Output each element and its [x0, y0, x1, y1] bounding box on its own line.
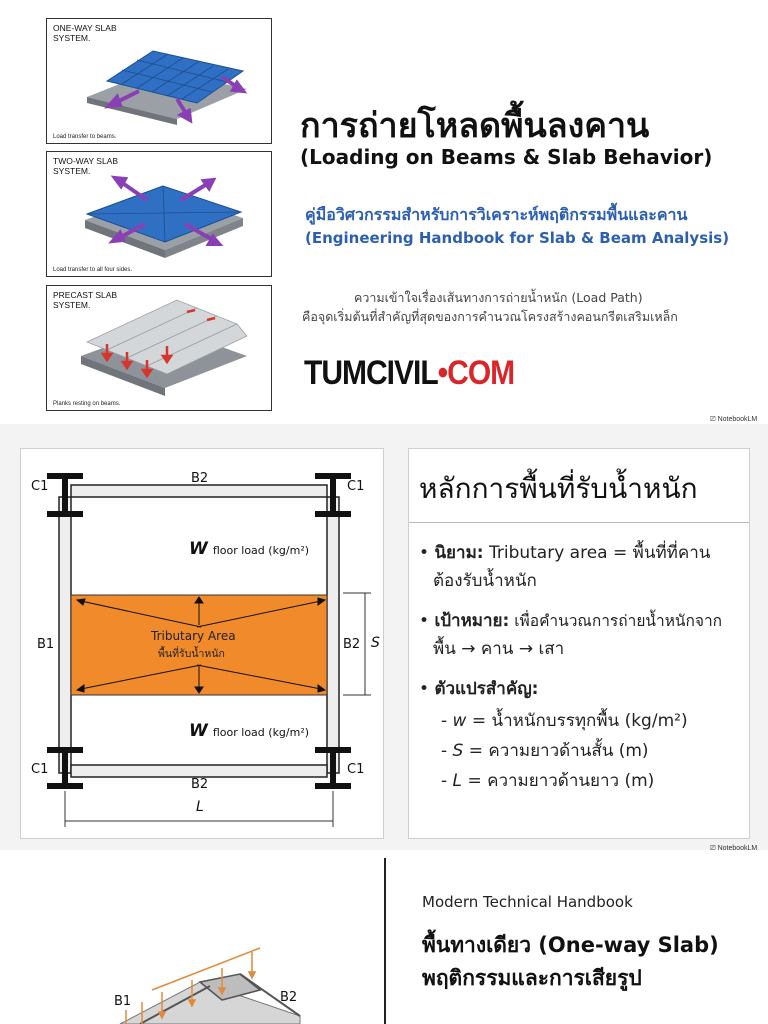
two-way-slab-illustration	[85, 175, 243, 258]
tributary-heading: หลักการพื้นที่รับน้ำหนัก	[419, 472, 698, 505]
panel-caption: Load transfer to all four sides.	[53, 267, 133, 273]
label-b2-bottom: B2	[191, 777, 209, 792]
label-c1-tr: C1	[347, 479, 365, 494]
cover-title-en: (Loading on Beams & Slab Behavior)	[300, 145, 713, 169]
load-label-top: W floor load (kg/m²)	[189, 539, 310, 559]
variable-s: - S = ความยาวด้านสั้น (m)	[441, 741, 649, 761]
logo-text-b: COM	[447, 354, 515, 392]
cover-subtitle-en: (Engineering Handbook for Slab & Beam An…	[305, 229, 730, 247]
label-c1-tl: C1	[31, 479, 49, 494]
label-l: L	[196, 799, 204, 815]
panel-two-way-slab: TWO-WAY SLAB SYSTEM. Load transfer to al…	[46, 151, 272, 277]
section3-title-1: พื้นทางเดียว (One-way Slab)	[422, 933, 719, 957]
tributary-text-card: หลักการพื้นที่รับน้ำหนัก • นิยาม: Tribut…	[408, 448, 750, 839]
panel-precast-slab: PRECAST SLAB SYSTEM. Planks resting on b…	[46, 285, 272, 411]
section3-title-2: พฤติกรรมและการเสียรูป	[422, 966, 642, 990]
cover-desc-2: คือจุดเริ่มต้นที่สำคัญที่สุดของการคำนวณโ…	[302, 309, 678, 324]
notebook-icon: ⎚	[710, 416, 716, 423]
notebooklm-watermark-2: ⎚ NotebookLM	[710, 845, 758, 852]
cover-title-th: การถ่ายโหลดพื้นลงคาน	[300, 106, 650, 146]
panel-caption: Load transfer to beams.	[53, 134, 117, 140]
panel-one-way-slab: ONE-WAY SLAB SYSTEM. Load transfer to be…	[46, 18, 272, 144]
logo-dot: •	[437, 354, 448, 392]
label-s: S	[371, 635, 380, 651]
cover-desc-1: ความเข้าใจเรื่องเส้นทางการถ่ายน้ำหนัก (L…	[354, 290, 643, 305]
label-b1-3d: B1	[114, 994, 132, 1009]
tributary-diagram	[47, 473, 371, 827]
precast-slab-illustration	[81, 299, 248, 396]
brand-logo: TUMCIVIL•COM	[304, 354, 515, 393]
bullet-variables: • ตัวแปรสำคัญ:	[419, 679, 539, 699]
label-b2-3d: B2	[280, 990, 298, 1005]
trib-label-en: Tributary Area	[151, 629, 236, 643]
label-c1-br: C1	[347, 762, 365, 777]
bullet-purpose: • เป้าหมาย: เพื่อคำนวณการถ่ายน้ำหนักจาก …	[419, 611, 723, 659]
label-b2-right: B2	[343, 637, 361, 652]
load-label-bottom: W floor load (kg/m²)	[189, 721, 310, 741]
one-way-slab-illustration	[87, 50, 248, 125]
section3-divider	[384, 858, 386, 1024]
label-b2-top: B2	[191, 471, 209, 486]
label-b1: B1	[37, 637, 55, 652]
notebooklm-watermark-1: ⎚ NotebookLM	[710, 416, 758, 423]
label-c1-bl: C1	[31, 762, 49, 777]
panel-label: ONE-WAY SLAB SYSTEM.	[53, 23, 117, 43]
variable-w: - w = น้ำหนักบรรทุกพื้น (kg/m²)	[441, 711, 688, 731]
one-way-slab-3d-illustration	[119, 947, 301, 1024]
logo-text-a: TUMCIVIL	[304, 354, 439, 392]
cover-subtitle-th: คู่มือวิศวกรรมสำหรับการวิเคราะห์พฤติกรรม…	[305, 205, 688, 224]
bullet-definition: • นิยาม: Tributary area = พื้นที่ที่คาน …	[419, 543, 711, 591]
panel-label: PRECAST SLAB SYSTEM.	[53, 290, 118, 310]
section3-kicker: Modern Technical Handbook	[422, 893, 633, 911]
tributary-diagram-card: C1 C1 C1 C1 B2 B2 B1 B2 S L W floor load…	[20, 448, 384, 839]
notebook-icon: ⎚	[710, 845, 716, 852]
panel-caption: Planks resting on beams.	[53, 401, 121, 407]
variable-l: - L = ความยาวด้านยาว (m)	[441, 771, 655, 791]
heading-divider	[409, 522, 749, 523]
trib-label-th: พื้นที่รับน้ำหนัก	[158, 648, 225, 660]
panel-label: TWO-WAY SLAB SYSTEM.	[53, 156, 119, 176]
